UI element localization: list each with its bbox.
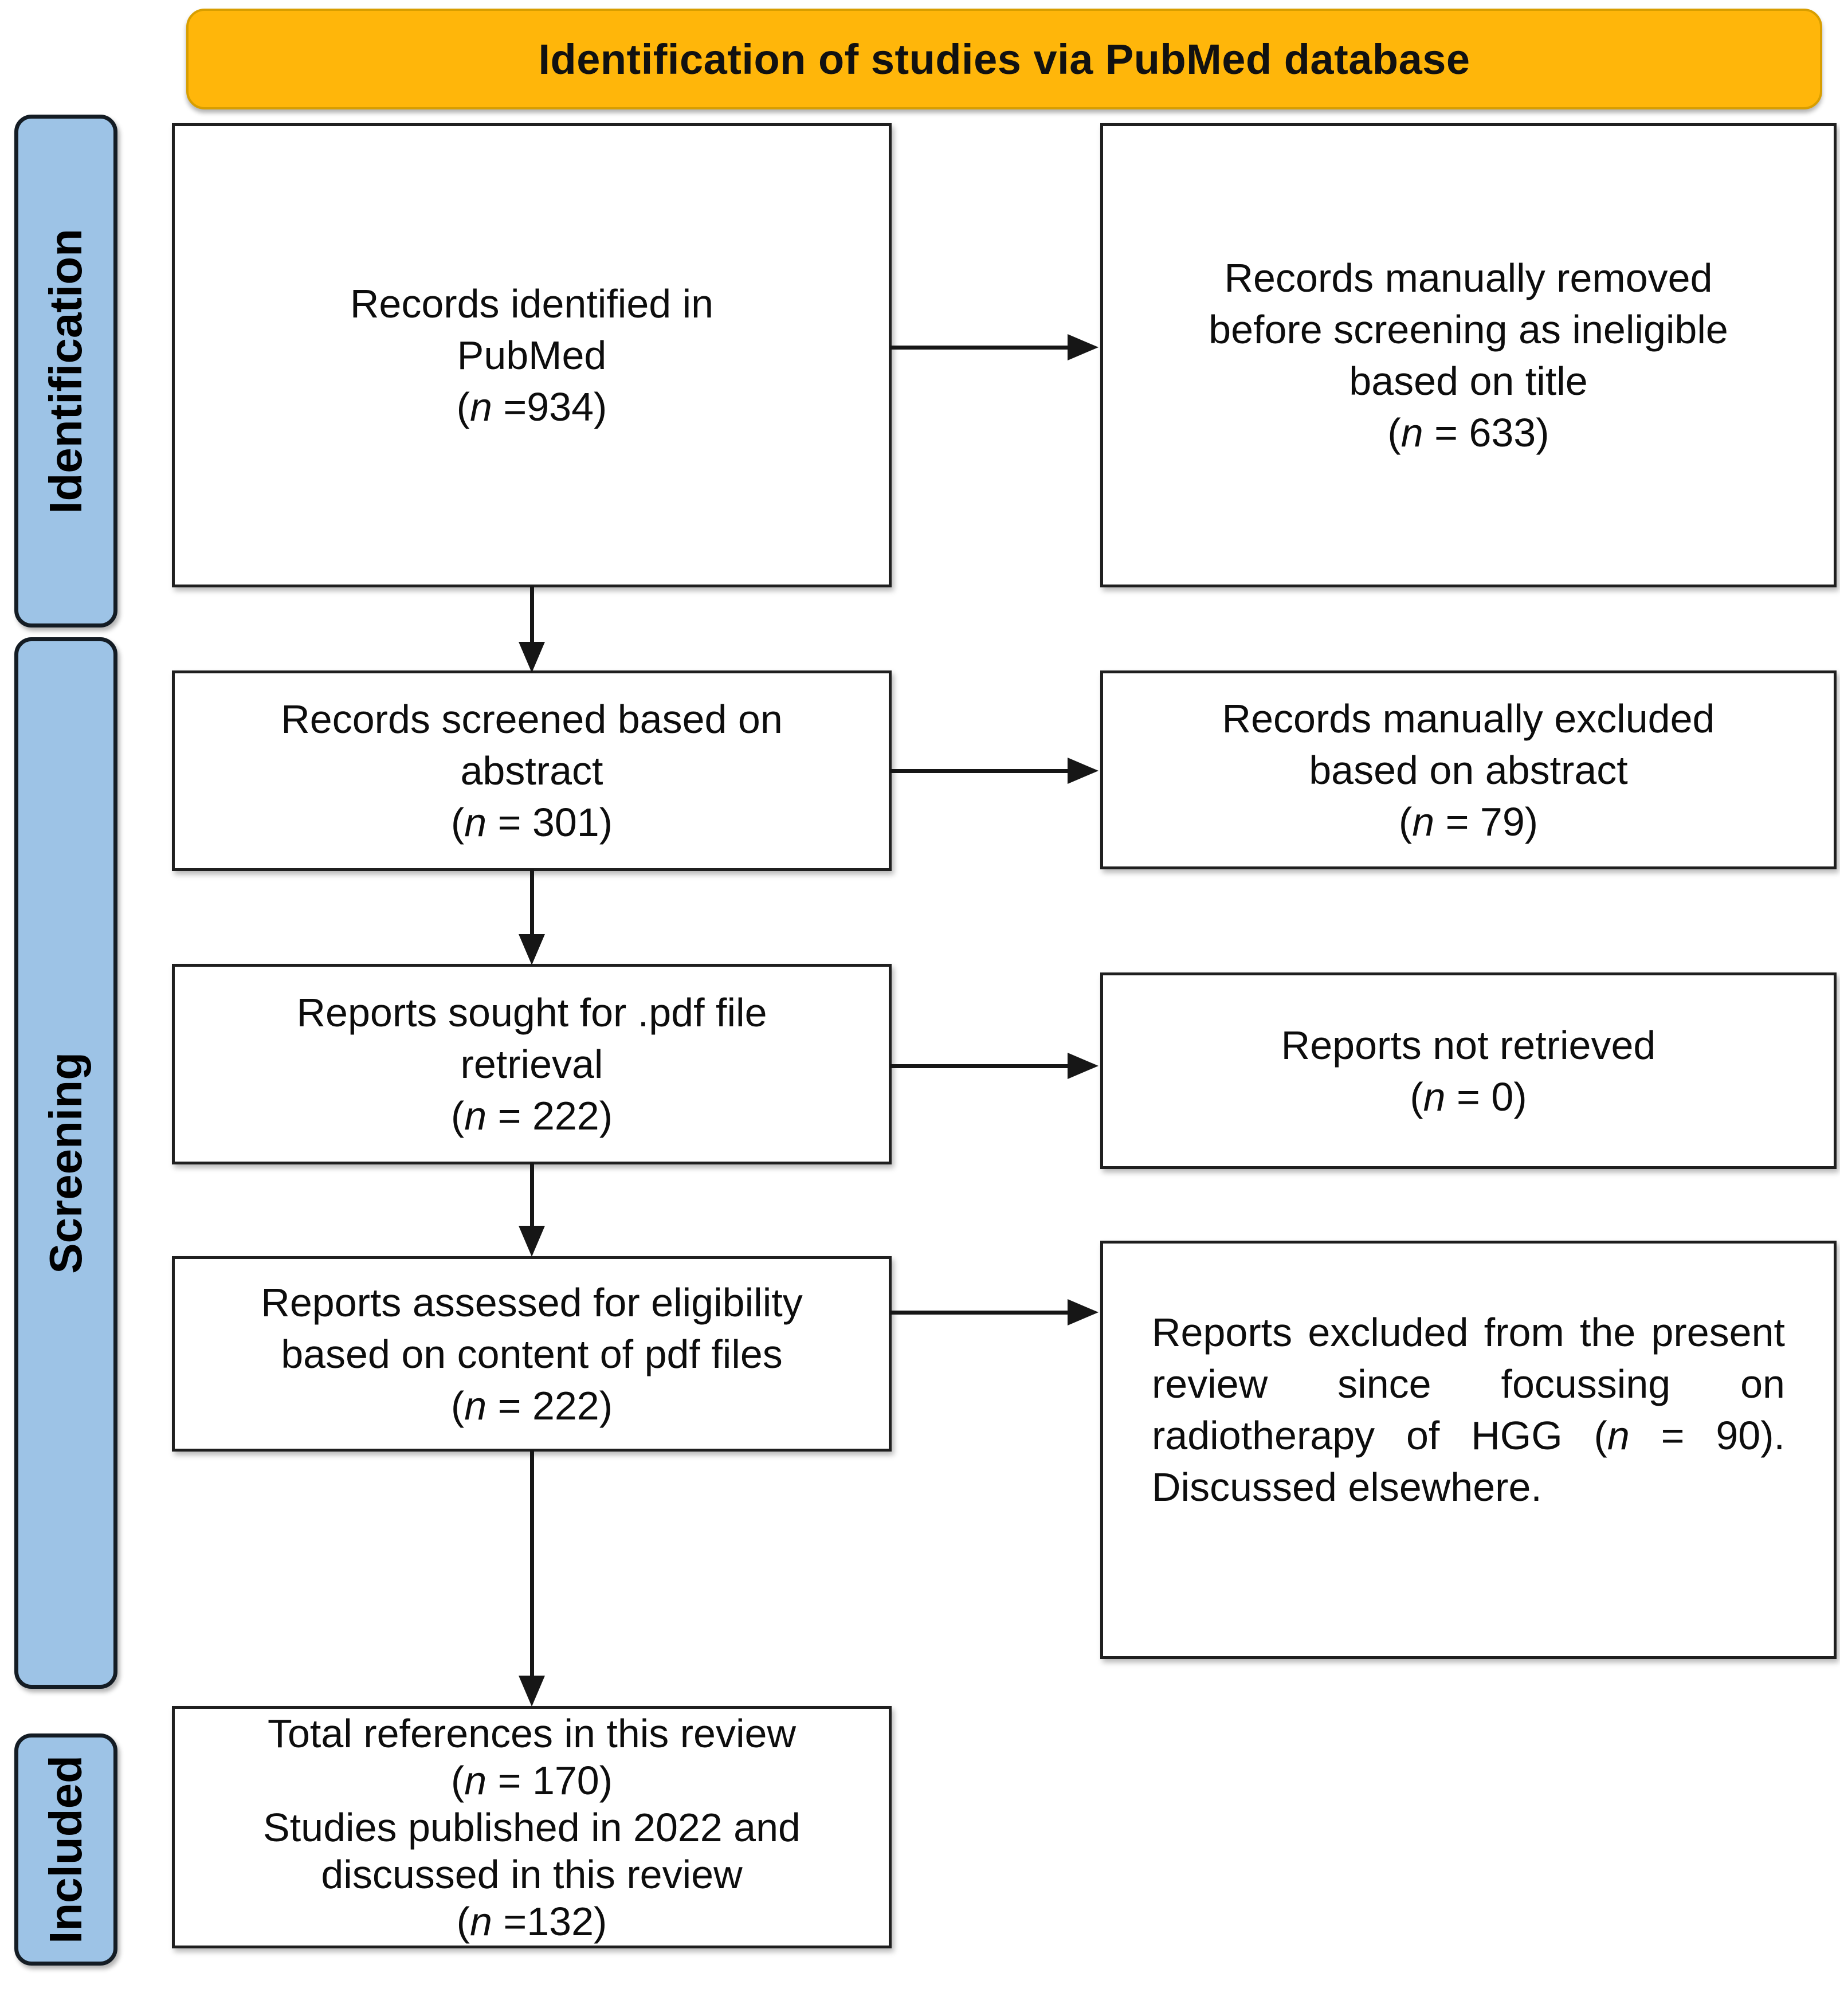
box-text-line: discussed in this review	[321, 1852, 743, 1897]
arrow-down-screened-to-sought-stem	[530, 869, 534, 936]
box-text-line: Reports assessed for eligibility	[261, 1280, 803, 1325]
box-count-line: (n = 79)	[1103, 796, 1834, 848]
count-value: =934)	[492, 385, 607, 429]
box-text-line: Studies published in 2022 and	[263, 1805, 801, 1850]
box-text-line: based on title	[1349, 359, 1588, 403]
arrow-down-identified-to-screened-stem	[530, 586, 534, 644]
banner-title: Identification of studies via PubMed dat…	[538, 35, 1470, 83]
box-count-line: (n = 633)	[1103, 407, 1834, 458]
box-total-references: Total references in this review (n = 170…	[172, 1706, 892, 1948]
box-text-line: Reports not retrieved	[1281, 1022, 1656, 1068]
box-reports-not-retrieved: Reports not retrieved (n = 0)	[1100, 972, 1837, 1169]
box-text-line: based on content of pdf files	[281, 1331, 783, 1376]
count-paren-open: (	[1387, 410, 1401, 455]
box-text-line: abstract	[460, 748, 603, 793]
box-count-line: (n =132)	[175, 1898, 889, 1945]
stage-included-label: Included	[40, 1755, 91, 1944]
box-text-line: Records screened based on	[281, 697, 783, 742]
box-count-line: (n = 222)	[175, 1380, 889, 1431]
box-text-line: PubMed	[457, 333, 607, 378]
count-n-italic: n	[469, 385, 492, 429]
arrow-right-screened-to-excluded-head	[1068, 758, 1098, 784]
arrow-down-assessed-to-total-head	[519, 1676, 545, 1707]
box-paragraph: Reports excluded from the present review…	[1103, 1307, 1834, 1593]
box-count-line: (n = 222)	[175, 1090, 889, 1142]
count-n-italic: n	[464, 1758, 487, 1803]
box-text-line: Reports sought for .pdf file	[296, 990, 767, 1035]
box-records-removed: Records manually removed before screenin…	[1100, 123, 1837, 587]
box-text-line: Total references in this review	[267, 1711, 797, 1756]
count-paren-open: (	[450, 1383, 465, 1428]
paragraph-segment: Reports excluded from the present review…	[1152, 1310, 1796, 1458]
box-text-line: Records manually removed	[1224, 256, 1713, 300]
count-n-italic: n	[464, 1093, 487, 1138]
count-paren-open: (	[450, 1093, 465, 1138]
box-count-line: (n = 0)	[1103, 1071, 1834, 1123]
arrow-down-sought-to-assessed-stem	[530, 1163, 534, 1226]
stage-screening: Screening	[14, 637, 117, 1689]
count-value: = 633)	[1423, 410, 1549, 455]
count-n-italic: n	[464, 1383, 487, 1428]
count-paren-open: (	[450, 800, 465, 845]
arrow-down-sought-to-assessed-head	[519, 1226, 545, 1257]
stage-included: Included	[14, 1733, 117, 1966]
box-text-line: before screening as ineligible	[1209, 307, 1728, 352]
box-reports-sought: Reports sought for .pdf file retrieval (…	[172, 964, 892, 1164]
arrow-down-assessed-to-total-stem	[530, 1450, 534, 1676]
arrow-right-identified-to-removed-stem	[890, 346, 1069, 350]
box-text-line: Records manually excluded	[1222, 696, 1715, 741]
count-value: = 222)	[487, 1093, 613, 1138]
count-n-italic: n	[1607, 1413, 1630, 1458]
count-paren-open: (	[456, 1899, 470, 1944]
arrow-down-identified-to-screened-head	[519, 642, 545, 673]
arrow-down-screened-to-sought-head	[519, 934, 545, 965]
count-n-italic: n	[1423, 1074, 1446, 1119]
box-text-line: Records identified in	[350, 281, 714, 326]
count-n-italic: n	[1400, 410, 1423, 455]
box-records-screened: Records screened based on abstract (n = …	[172, 670, 892, 871]
count-value: = 170)	[487, 1758, 613, 1803]
count-value: = 0)	[1445, 1074, 1527, 1119]
arrow-right-assessed-to-excluded-stem	[890, 1311, 1069, 1315]
count-value: = 222)	[487, 1383, 613, 1428]
box-count-line: (n =934)	[175, 381, 889, 433]
box-count-line: (n = 301)	[175, 797, 889, 848]
box-records-identified: Records identified in PubMed (n =934)	[172, 123, 892, 587]
count-n-italic: n	[464, 800, 487, 845]
box-text-line: retrieval	[460, 1042, 603, 1087]
paragraph-segment: = 90). Discussed elsewhere.	[1152, 1413, 1796, 1509]
count-value: =132)	[492, 1899, 607, 1944]
stage-screening-label: Screening	[40, 1052, 91, 1274]
count-n-italic: n	[469, 1899, 492, 1944]
box-reports-excluded: Reports excluded from the present review…	[1100, 1241, 1837, 1659]
box-count-line: (n = 170)	[175, 1757, 889, 1804]
arrow-right-sought-to-notretrieved-stem	[890, 1064, 1069, 1068]
count-value: = 79)	[1434, 799, 1539, 844]
count-paren-open: (	[456, 385, 470, 429]
count-n-italic: n	[1412, 799, 1435, 844]
count-value: = 301)	[487, 800, 613, 845]
arrow-right-sought-to-notretrieved-head	[1068, 1053, 1098, 1079]
box-reports-assessed: Reports assessed for eligibility based o…	[172, 1256, 892, 1452]
count-paren-open: (	[1410, 1074, 1423, 1119]
count-paren-open: (	[1398, 799, 1413, 844]
banner: Identification of studies via PubMed dat…	[186, 9, 1822, 109]
stage-identification-label: Identification	[40, 228, 91, 514]
arrow-right-identified-to-removed-head	[1068, 334, 1098, 360]
arrow-right-screened-to-excluded-stem	[890, 769, 1069, 773]
stage-identification: Identification	[14, 115, 117, 627]
arrow-right-assessed-to-excluded-head	[1068, 1299, 1098, 1325]
box-text-line: based on abstract	[1309, 747, 1628, 793]
box-records-excluded: Records manually excluded based on abstr…	[1100, 670, 1837, 869]
count-paren-open: (	[450, 1758, 465, 1803]
